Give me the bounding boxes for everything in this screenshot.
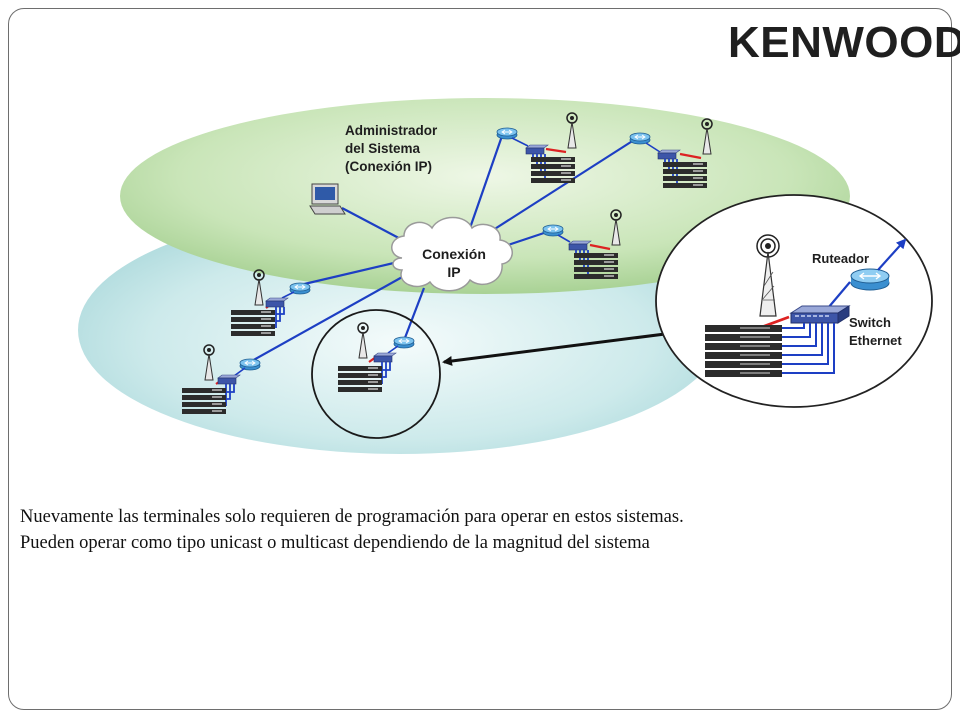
repeater-site-4 [231, 269, 311, 336]
router-label: Ruteador [812, 251, 869, 266]
admin-label-line3: (Conexión IP) [345, 159, 432, 174]
network-diagram: Administrador del Sistema (Conexión IP) … [78, 98, 933, 454]
repeater-site-1 [496, 112, 578, 183]
repeater-site-2 [629, 118, 713, 188]
zoom-detail-circle [655, 194, 933, 408]
kenwood-logo: KENWOOD [728, 18, 960, 67]
repeater-site-5 [182, 344, 261, 414]
switch-label-line1: Switch [849, 315, 891, 330]
slide-caption: Nuevamente las terminales solo requieren… [20, 504, 940, 556]
computer-icon [309, 183, 346, 215]
caption-line-2: Pueden operar como tipo unicast o multic… [20, 533, 650, 553]
upper-network-plane [120, 98, 850, 294]
caption-line-1: Nuevamente las terminales solo requieren… [20, 507, 684, 527]
detail-cabling [782, 323, 835, 374]
highlighted-site-circle [311, 309, 441, 439]
cloud-label-line2: IP [447, 264, 460, 280]
network-links [249, 135, 635, 363]
internet-uplink [877, 238, 907, 271]
switch-label-line2: Ethernet [849, 333, 902, 348]
detail-repeater-stack [705, 325, 782, 377]
repeater-site-3 [542, 209, 622, 279]
ip-cloud-icon [391, 216, 513, 292]
cloud-label-line1: Conexión [422, 246, 486, 262]
repeater-site-6 [338, 322, 415, 392]
router-switch-link [827, 281, 851, 309]
ethernet-switch-icon [789, 305, 851, 324]
admin-label-line1: Administrador [345, 123, 438, 138]
zoom-arrow [442, 332, 666, 366]
router-icon [850, 268, 890, 291]
detail-antenna-tower-icon [756, 234, 780, 317]
admin-label-line2: del Sistema [345, 141, 421, 156]
